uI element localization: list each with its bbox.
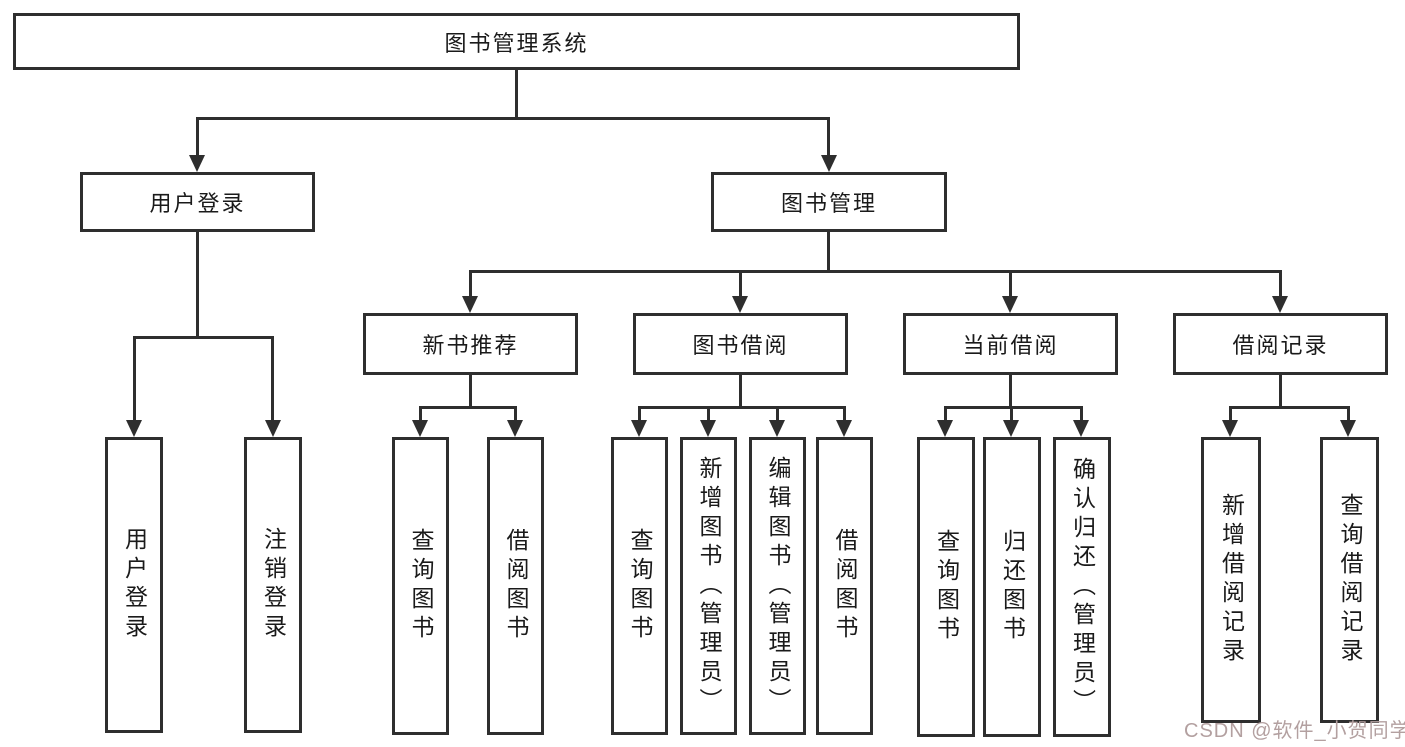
arrowhead-icon [265,420,281,437]
connector [196,232,199,337]
leaf-label: 新增借阅记录 [1218,493,1245,667]
csdn-watermark: CSDN @软件_小贺同学 [1184,720,1405,742]
arrowhead-icon [1222,420,1238,437]
connector [739,270,742,298]
connector [271,336,274,422]
leaf-label: 用户登录 [121,527,148,643]
connector [1229,406,1232,422]
connector [196,117,830,120]
connector [1009,375,1012,407]
arrowhead-icon [836,420,852,437]
leaf-label: 新增图书（管理员） [696,455,722,717]
arrowhead-icon [1003,420,1019,437]
connector [1009,270,1012,298]
connector [469,270,472,298]
connector [1229,406,1350,409]
node-user-login: 用户登录 [80,172,315,232]
connector [469,375,472,407]
arrowhead-icon [821,155,837,172]
connector [944,406,1083,409]
leaf-label: 查询借阅记录 [1337,493,1363,667]
arrowhead-icon [732,296,748,313]
connector [1279,270,1282,298]
connector [1080,406,1083,422]
connector [827,117,830,158]
arrowhead-icon [1073,420,1089,437]
node-book-management: 图书管理 [711,172,947,232]
connector [638,406,641,422]
connector [707,406,710,422]
leaf-return-book: 归还图书 [983,437,1041,737]
leaf-label: 查询图书 [933,529,960,645]
connector [1010,406,1013,422]
leaf-query-book-2: 查询图书 [611,437,668,735]
connector [739,375,742,407]
leaf-confirm-return-admin: 确认归还（管理员） [1053,437,1111,737]
connector [1347,406,1350,422]
leaf-query-borrow-record: 查询借阅记录 [1320,437,1379,723]
leaf-label: 注销登录 [260,527,287,643]
arrowhead-icon [189,155,205,172]
connector [515,70,518,118]
leaf-label: 归还图书 [999,529,1026,645]
leaf-add-book-admin: 新增图书（管理员） [680,437,737,735]
connector [843,406,846,422]
connector [133,336,274,339]
node-book-borrow: 图书借阅 [633,313,848,375]
arrowhead-icon [126,420,142,437]
leaf-edit-book-admin: 编辑图书（管理员） [749,437,806,735]
node-root-system: 图书管理系统 [13,13,1020,70]
leaf-query-book-3: 查询图书 [917,437,975,737]
leaf-borrow-book-2: 借阅图书 [816,437,873,735]
leaf-query-book-1: 查询图书 [392,437,449,735]
connector [419,406,422,422]
leaf-borrow-book-1: 借阅图书 [487,437,544,735]
connector [419,406,517,409]
connector [514,406,517,422]
node-current-borrow: 当前借阅 [903,313,1118,375]
node-borrow-record: 借阅记录 [1173,313,1388,375]
leaf-label: 查询图书 [627,528,653,644]
leaf-logout: 注销登录 [244,437,302,733]
leaf-user-login: 用户登录 [105,437,163,733]
arrowhead-icon [769,420,785,437]
arrowhead-icon [507,420,523,437]
arrowhead-icon [700,420,716,437]
arrowhead-icon [1002,296,1018,313]
leaf-add-borrow-record: 新增借阅记录 [1201,437,1261,723]
leaf-label: 编辑图书（管理员） [765,455,791,717]
connector [827,232,830,271]
leaf-label: 借阅图书 [832,528,858,644]
connector [196,117,199,158]
leaf-label: 查询图书 [408,528,434,644]
connector [133,336,136,422]
arrowhead-icon [1272,296,1288,313]
arrowhead-icon [1340,420,1356,437]
connector [944,406,947,422]
node-new-book-recommend: 新书推荐 [363,313,578,375]
connector [638,406,846,409]
leaf-label: 确认归还（管理员） [1069,456,1096,718]
arrowhead-icon [937,420,953,437]
leaf-label: 借阅图书 [503,528,529,644]
connector [1279,375,1282,407]
arrowhead-icon [462,296,478,313]
connector [776,406,779,422]
connector [469,270,1282,273]
arrowhead-icon [412,420,428,437]
arrowhead-icon [631,420,647,437]
